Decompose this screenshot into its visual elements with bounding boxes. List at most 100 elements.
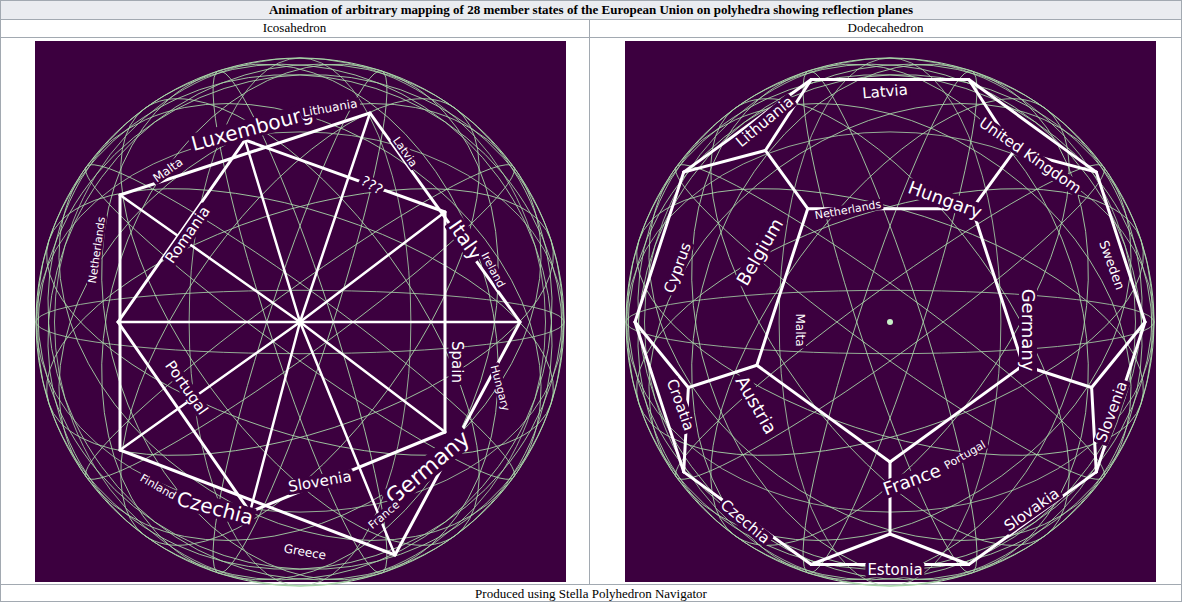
reflection-plane (536, 0, 1182, 602)
polyhedron-edge (972, 150, 1014, 208)
reflection-plane (563, 7, 1182, 602)
reflection-plane (0, 13, 625, 602)
polyhedron-edge (118, 322, 250, 512)
polyhedron-edge (684, 150, 766, 172)
polyhedron-edge (300, 212, 445, 322)
polyhedron-edge (120, 322, 300, 450)
reflection-plane (536, 0, 1182, 602)
reflection-plane (605, 135, 1176, 509)
polyhedron-edge (1092, 388, 1097, 472)
country-label: United Kingdom (975, 114, 1086, 198)
country-label: Estonia (865, 563, 924, 578)
country-label: Malta (794, 311, 806, 348)
reflection-plane (658, 141, 1122, 503)
country-label: Croatia (663, 375, 697, 435)
polyhedron-edge (890, 365, 1023, 462)
table-caption: Produced using Stella Polyhedron Navigat… (0, 585, 1182, 602)
reflection-plane (645, 43, 1135, 601)
dodecahedron-ground (625, 41, 1156, 582)
reflection-plane (563, 7, 1182, 602)
reflection-plane (15, 135, 586, 509)
polyhedron-edge (1096, 172, 1145, 322)
reflection-plane (779, 58, 1001, 586)
polyhedron-edge (118, 140, 245, 322)
polyhedron-edge (684, 79, 812, 172)
country-label: Lithuania (732, 93, 798, 152)
country-label: Slovenia (1093, 378, 1130, 447)
reflection-plane (0, 7, 627, 602)
reflection-plane (778, 61, 1001, 583)
reflection-plane (778, 61, 1001, 583)
reflection-plane (36, 290, 564, 353)
reflection-plane (644, 58, 1135, 586)
reflection-plane (55, 43, 545, 601)
table-heading: Animation of arbitrary mapping of 28 mem… (0, 0, 1182, 19)
polyhedron-edge (969, 472, 1097, 565)
polyhedron-edge (245, 140, 300, 322)
country-label: France (365, 498, 403, 533)
polyhedron-edge (684, 472, 812, 565)
reflection-plane (628, 12, 1153, 602)
country-label: Slovenia (285, 469, 354, 496)
country-label: ??? (357, 172, 387, 197)
polyhedron-edge (118, 321, 300, 324)
polyhedron-edge (300, 321, 520, 324)
polyhedron-name: Dodecahedron (589, 19, 1182, 37)
country-label: Netherlands (87, 214, 108, 286)
icosahedron-wireframe (0, 0, 654, 602)
polyhedron-edge (635, 322, 688, 388)
reflection-plane (38, 12, 563, 602)
country-label: Czechia (716, 496, 774, 548)
polyhedron-edge (120, 450, 395, 555)
country-label: Ireland (478, 249, 507, 291)
polyhedron-edge (765, 150, 807, 208)
country-label: Malta (149, 154, 186, 185)
polyhedron-edge (890, 534, 969, 565)
row-rule (0, 37, 1182, 38)
country-label: Czechia (173, 488, 258, 529)
header-band (0, 0, 1182, 19)
reflection-plane (36, 132, 564, 512)
reflection-plane (605, 135, 1176, 509)
reflection-plane (628, 12, 1153, 602)
country-label: Belgium (733, 214, 787, 290)
country-label: Slovakia (1000, 485, 1063, 536)
polyhedron-edge (811, 78, 969, 81)
polyhedron-edge (811, 534, 890, 565)
country-label: Cyprus (661, 239, 694, 297)
reflection-plane (55, 43, 545, 601)
country-label: Latvia (390, 133, 421, 170)
country-label: Hungary (488, 362, 512, 414)
country-label: Luxembourg (187, 102, 316, 155)
reflection-plane (565, 13, 1182, 602)
polyhedron-edge (889, 462, 892, 534)
polyhedron-name: Icosahedron (0, 19, 589, 37)
reflection-plane (0, 0, 654, 602)
axis-dot (887, 319, 893, 325)
reflection-plane (38, 12, 563, 602)
country-label: Austria (731, 371, 780, 439)
polyhedron-edge (972, 209, 1023, 366)
polyhedron-edge (120, 195, 300, 322)
column-rule (589, 19, 590, 585)
country-label: Greece (281, 542, 329, 562)
country-label: Lithuania (300, 97, 361, 119)
reflection-plane (626, 290, 1154, 353)
reflection-plane (0, 7, 627, 602)
reflection-plane (0, 13, 625, 602)
country-label: France (879, 461, 945, 500)
country-label: Netherlands (812, 198, 884, 221)
reflection-plane (565, 13, 1182, 602)
polyhedron-edge (300, 113, 370, 322)
country-label: Romania (162, 202, 214, 268)
country-label: Hungary (904, 178, 986, 223)
country-label: Portugal (941, 438, 989, 472)
country-label: Spain (449, 339, 464, 385)
reflection-plane (15, 135, 586, 509)
dodecahedron-wireframe (536, 0, 1182, 602)
row-rule (0, 19, 1182, 20)
